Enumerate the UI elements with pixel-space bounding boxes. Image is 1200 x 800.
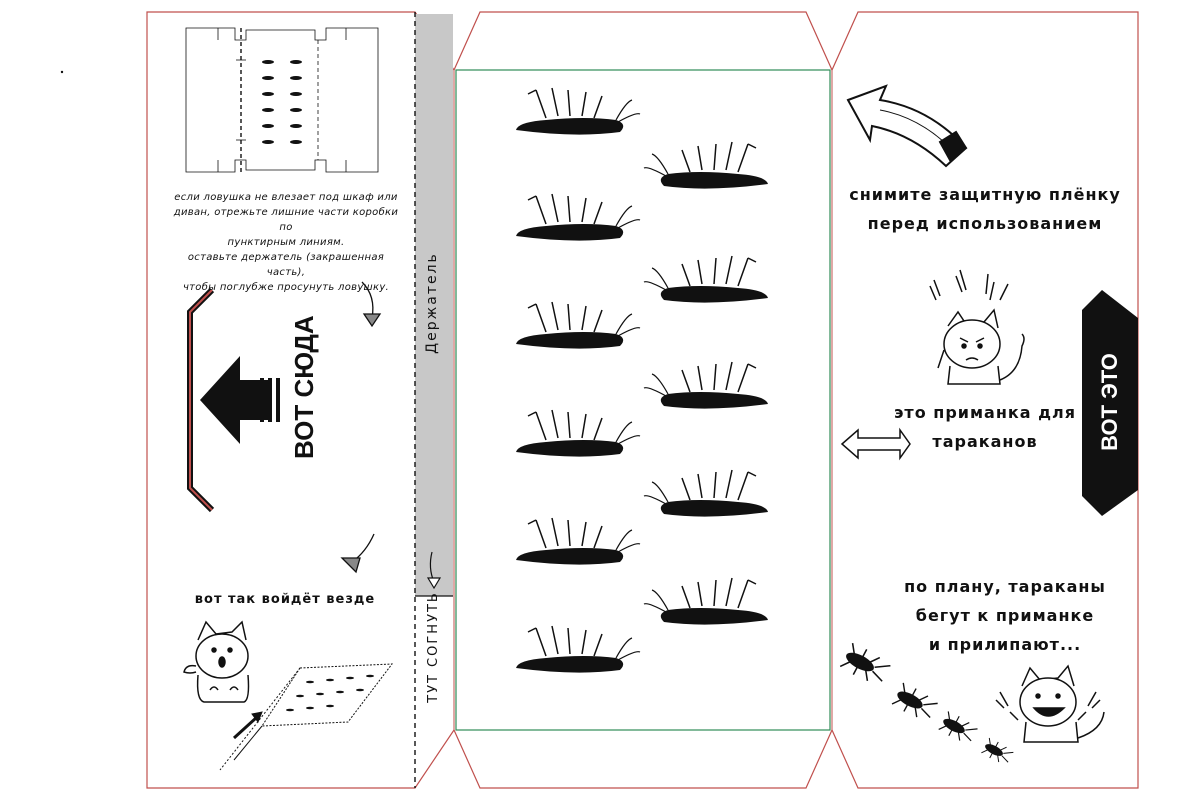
curved-arrow-down-2 bbox=[340, 533, 375, 574]
running-cockroach-icon bbox=[938, 711, 978, 742]
dead-cockroach-icon bbox=[516, 301, 641, 349]
vot-eto-tab bbox=[1082, 290, 1138, 516]
bait-line-1: это приманка для bbox=[893, 403, 1077, 422]
happy-cat bbox=[995, 664, 1105, 743]
dead-cockroach-icon bbox=[516, 625, 641, 673]
remove-film-line-1: снимите защитную плёнку bbox=[849, 185, 1121, 204]
fold-here-label: ТУТ СОГНУТЬ bbox=[426, 591, 441, 703]
dead-cockroach-icon bbox=[516, 517, 641, 565]
big-left-arrow bbox=[200, 356, 280, 444]
instructions-line-3: пунктирным линиям. bbox=[227, 237, 345, 248]
instructions-line-4: оставьте держатель (закрашенная часть), bbox=[187, 252, 385, 278]
holder-label: Держатель bbox=[424, 252, 440, 354]
plan-line-3: и прилипают... bbox=[928, 635, 1082, 654]
glue-area-border bbox=[455, 69, 831, 731]
plan-line-1: по плану, тараканы bbox=[904, 577, 1106, 596]
instructions-line-5: чтобы поглубже просунуть ловушку. bbox=[182, 282, 390, 293]
instructions-line-2: диван, отрежьте лишние части коробки по bbox=[173, 207, 399, 233]
dead-cockroach-icon bbox=[643, 255, 768, 303]
plan-line-2: бегут к приманке bbox=[915, 606, 1095, 625]
curved-arrow-down-1 bbox=[361, 281, 382, 328]
dead-cockroach-icon bbox=[516, 409, 641, 457]
bait-text: это приманка для тараканов bbox=[870, 398, 1100, 456]
vot-eto-label: ВОТ ЭТО bbox=[1097, 353, 1122, 451]
bait-line-2: тараканов bbox=[932, 432, 1038, 451]
cut-outline bbox=[146, 11, 1139, 789]
running-cockroach-icon bbox=[891, 682, 938, 718]
dead-cockroach-icon bbox=[643, 577, 768, 625]
vot-syuda-bracket bbox=[187, 287, 215, 513]
dead-cockroach-icon bbox=[516, 87, 641, 135]
dead-cockroach-icon bbox=[643, 469, 768, 517]
vot-syuda-label: ВОТ СЮДА bbox=[289, 315, 319, 459]
vot-tak-label: вот так войдёт везде bbox=[194, 592, 376, 607]
trap-under-furniture-sketch bbox=[219, 663, 394, 771]
running-cockroach-icon bbox=[839, 642, 891, 682]
double-arrow-bait bbox=[840, 427, 911, 461]
instructions-text: если ловушка не влезает под шкаф или див… bbox=[170, 190, 402, 295]
dead-cockroach-icon bbox=[643, 141, 768, 189]
dead-cockroach-icon bbox=[643, 361, 768, 409]
running-cockroach-icon bbox=[981, 737, 1014, 763]
arrow-down-holder bbox=[426, 551, 442, 590]
glue-panel-cockroaches bbox=[516, 87, 768, 673]
remove-film-line-2: перед использованием bbox=[867, 214, 1103, 233]
running-cockroaches bbox=[839, 642, 1014, 763]
mini-trap-diagram bbox=[185, 27, 379, 173]
holder-strip bbox=[415, 14, 453, 596]
angry-cat bbox=[929, 269, 1025, 385]
remove-film-text: снимите защитную плёнку перед использова… bbox=[840, 180, 1130, 238]
big-curved-arrow-up-left bbox=[846, 84, 968, 168]
surprised-cat-left bbox=[183, 620, 250, 703]
plan-text: по плану, тараканы бегут к приманке и пр… bbox=[880, 572, 1130, 659]
dead-cockroach-icon bbox=[516, 193, 641, 241]
instructions-line-1: если ловушка не влезает под шкаф или bbox=[174, 192, 398, 203]
